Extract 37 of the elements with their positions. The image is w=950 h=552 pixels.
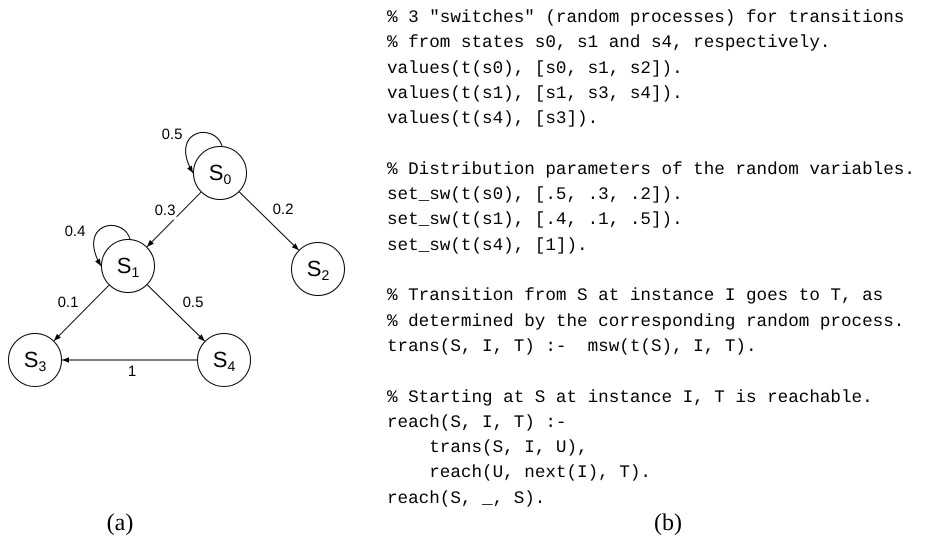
code-line: % determined by the corresponding random process. xyxy=(387,310,904,334)
code-line: values(t(s4), [s3]). xyxy=(387,108,598,132)
code-line: trans(S, I, U), xyxy=(429,437,588,460)
state-name: S$_{4}$ xyxy=(212,347,236,373)
code-line: % Transition from S at instance I goes to T, as xyxy=(387,285,884,308)
code-line: reach(U, next(I), T). xyxy=(429,462,651,486)
state-circle xyxy=(193,146,247,200)
state-circle xyxy=(101,239,155,293)
state-name: S$_{1}$ xyxy=(116,253,140,279)
subfigure-label: (b) xyxy=(654,510,682,537)
edge-label: 0.3 xyxy=(154,202,176,220)
arrow xyxy=(146,192,202,248)
arrow xyxy=(54,284,110,342)
state-circle xyxy=(197,333,251,387)
state-name: S$_{2}$ xyxy=(306,256,330,282)
state-name: S$_{0}$ xyxy=(208,160,232,186)
code-line: values(t(s1), [s1, s3, s4]). xyxy=(387,82,683,106)
code-line: reach(S, I, T) :- xyxy=(387,412,566,435)
arrow xyxy=(93,225,130,266)
code-line: set_sw(t(s0), [.5, .3, .2]). xyxy=(387,184,683,208)
state-circle xyxy=(291,242,345,296)
code-line: values(t(s0), [s0, s1, s2]). xyxy=(387,58,683,81)
arrow xyxy=(238,191,300,251)
code-line: % Starting at S at instance I, T is reachable. xyxy=(387,386,873,410)
code-line: reach(S, _, S). xyxy=(387,488,546,511)
code-line: % 3 "switches" (random processes) for transitions xyxy=(387,7,904,30)
subfigure-label: (a) xyxy=(106,510,134,537)
state-name: S$_{3}$ xyxy=(24,347,46,373)
state-circle xyxy=(8,333,62,387)
arrow xyxy=(62,357,198,363)
code-line: set_sw(t(s4), [1]). xyxy=(387,234,588,258)
arrow xyxy=(185,132,222,174)
code-line: % from states s0, s1 and s4, respectively. xyxy=(387,32,830,56)
code-line: set_sw(t(s1), [.4, .1, .5]). xyxy=(387,209,683,232)
arrow xyxy=(146,284,206,342)
code-line: % Distribution parameters of the random variables. xyxy=(387,158,915,182)
code-line: trans(S, I, T) :- msw(t(S), I, T). xyxy=(387,336,757,359)
